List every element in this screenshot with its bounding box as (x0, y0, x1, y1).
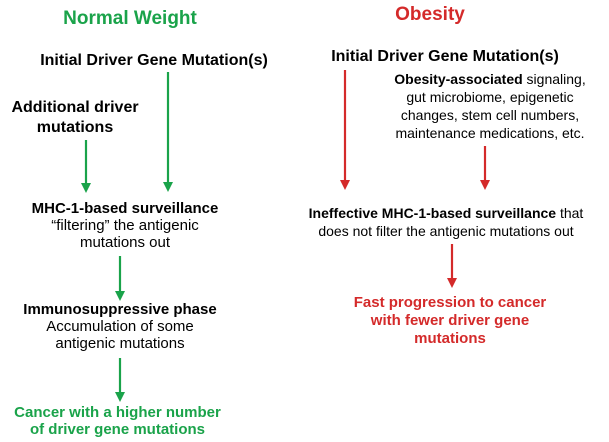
normal-weight-heading: Normal Weight (63, 8, 197, 29)
factors-line-1: Obesity-associated signaling, (372, 70, 608, 88)
right-outcome-line-1: Fast progression to cancer (353, 294, 547, 311)
immuno-line-2: Accumulation of some (46, 318, 194, 335)
arrowhead-right-initial-to-mhc (340, 180, 350, 190)
immunosuppressive-phase: Immunosuppressive phase Accumulation of … (10, 301, 230, 352)
arrowhead-immuno-to-outcome (115, 392, 125, 402)
left-mhc-title: MHC-1-based surveillance (31, 200, 219, 217)
left-outcome-line-1: Cancer with a higher number (14, 404, 221, 421)
right-outcome-line-3: mutations (414, 330, 486, 347)
factors-bold: Obesity-associated (394, 71, 523, 87)
arrowhead-initial-to-mhc (163, 182, 173, 192)
arrowhead-factors-to-mhc (480, 180, 490, 190)
immuno-line-3: antigenic mutations (55, 335, 185, 352)
obesity-heading: Obesity (395, 4, 465, 25)
factors-line-2: gut microbiome, epigenetic (406, 89, 574, 105)
additional-line-2: mutations (36, 119, 114, 136)
left-outcome-line-2: of driver gene mutations (29, 421, 206, 438)
arrowhead-mhc-to-immuno (115, 291, 125, 301)
right-mhc-rest: that (556, 205, 584, 221)
immuno-title: Immunosuppressive phase (23, 301, 217, 318)
right-mhc-line-2: does not filter the antigenic mutations … (318, 223, 574, 239)
right-mhc-surveillance: Ineffective MHC-1-based surveillance tha… (290, 204, 602, 240)
left-mhc-surveillance: MHC-1-based surveillance “filtering” the… (10, 200, 240, 251)
arrowhead-right-mhc-to-outcome (447, 278, 457, 288)
right-mhc-bold: Ineffective MHC-1-based surveillance (308, 205, 557, 221)
right-outcome: Fast progression to cancer with fewer dr… (330, 294, 570, 348)
arrowhead-additional-to-mhc (81, 183, 91, 193)
left-outcome: Cancer with a higher number of driver ge… (0, 404, 235, 438)
factors-line-4: maintenance medications, etc. (395, 125, 585, 141)
additional-driver-mutations: Additional driver mutations (0, 98, 150, 138)
additional-line-1: Additional driver (11, 99, 139, 116)
left-mhc-line-2: “filtering” the antigenic (51, 217, 199, 234)
right-outcome-line-2: with fewer driver gene (370, 312, 530, 329)
factors-rest: signaling, (522, 71, 586, 87)
left-initial-mutation: Initial Driver Gene Mutation(s) (40, 52, 268, 69)
obesity-factors: Obesity-associated signaling, gut microb… (372, 70, 608, 142)
right-mhc-line-1: Ineffective MHC-1-based surveillance tha… (290, 204, 602, 222)
left-mhc-line-3: mutations out (79, 234, 171, 251)
right-initial-mutation: Initial Driver Gene Mutation(s) (331, 48, 559, 65)
factors-line-3: changes, stem cell numbers, (400, 107, 580, 123)
